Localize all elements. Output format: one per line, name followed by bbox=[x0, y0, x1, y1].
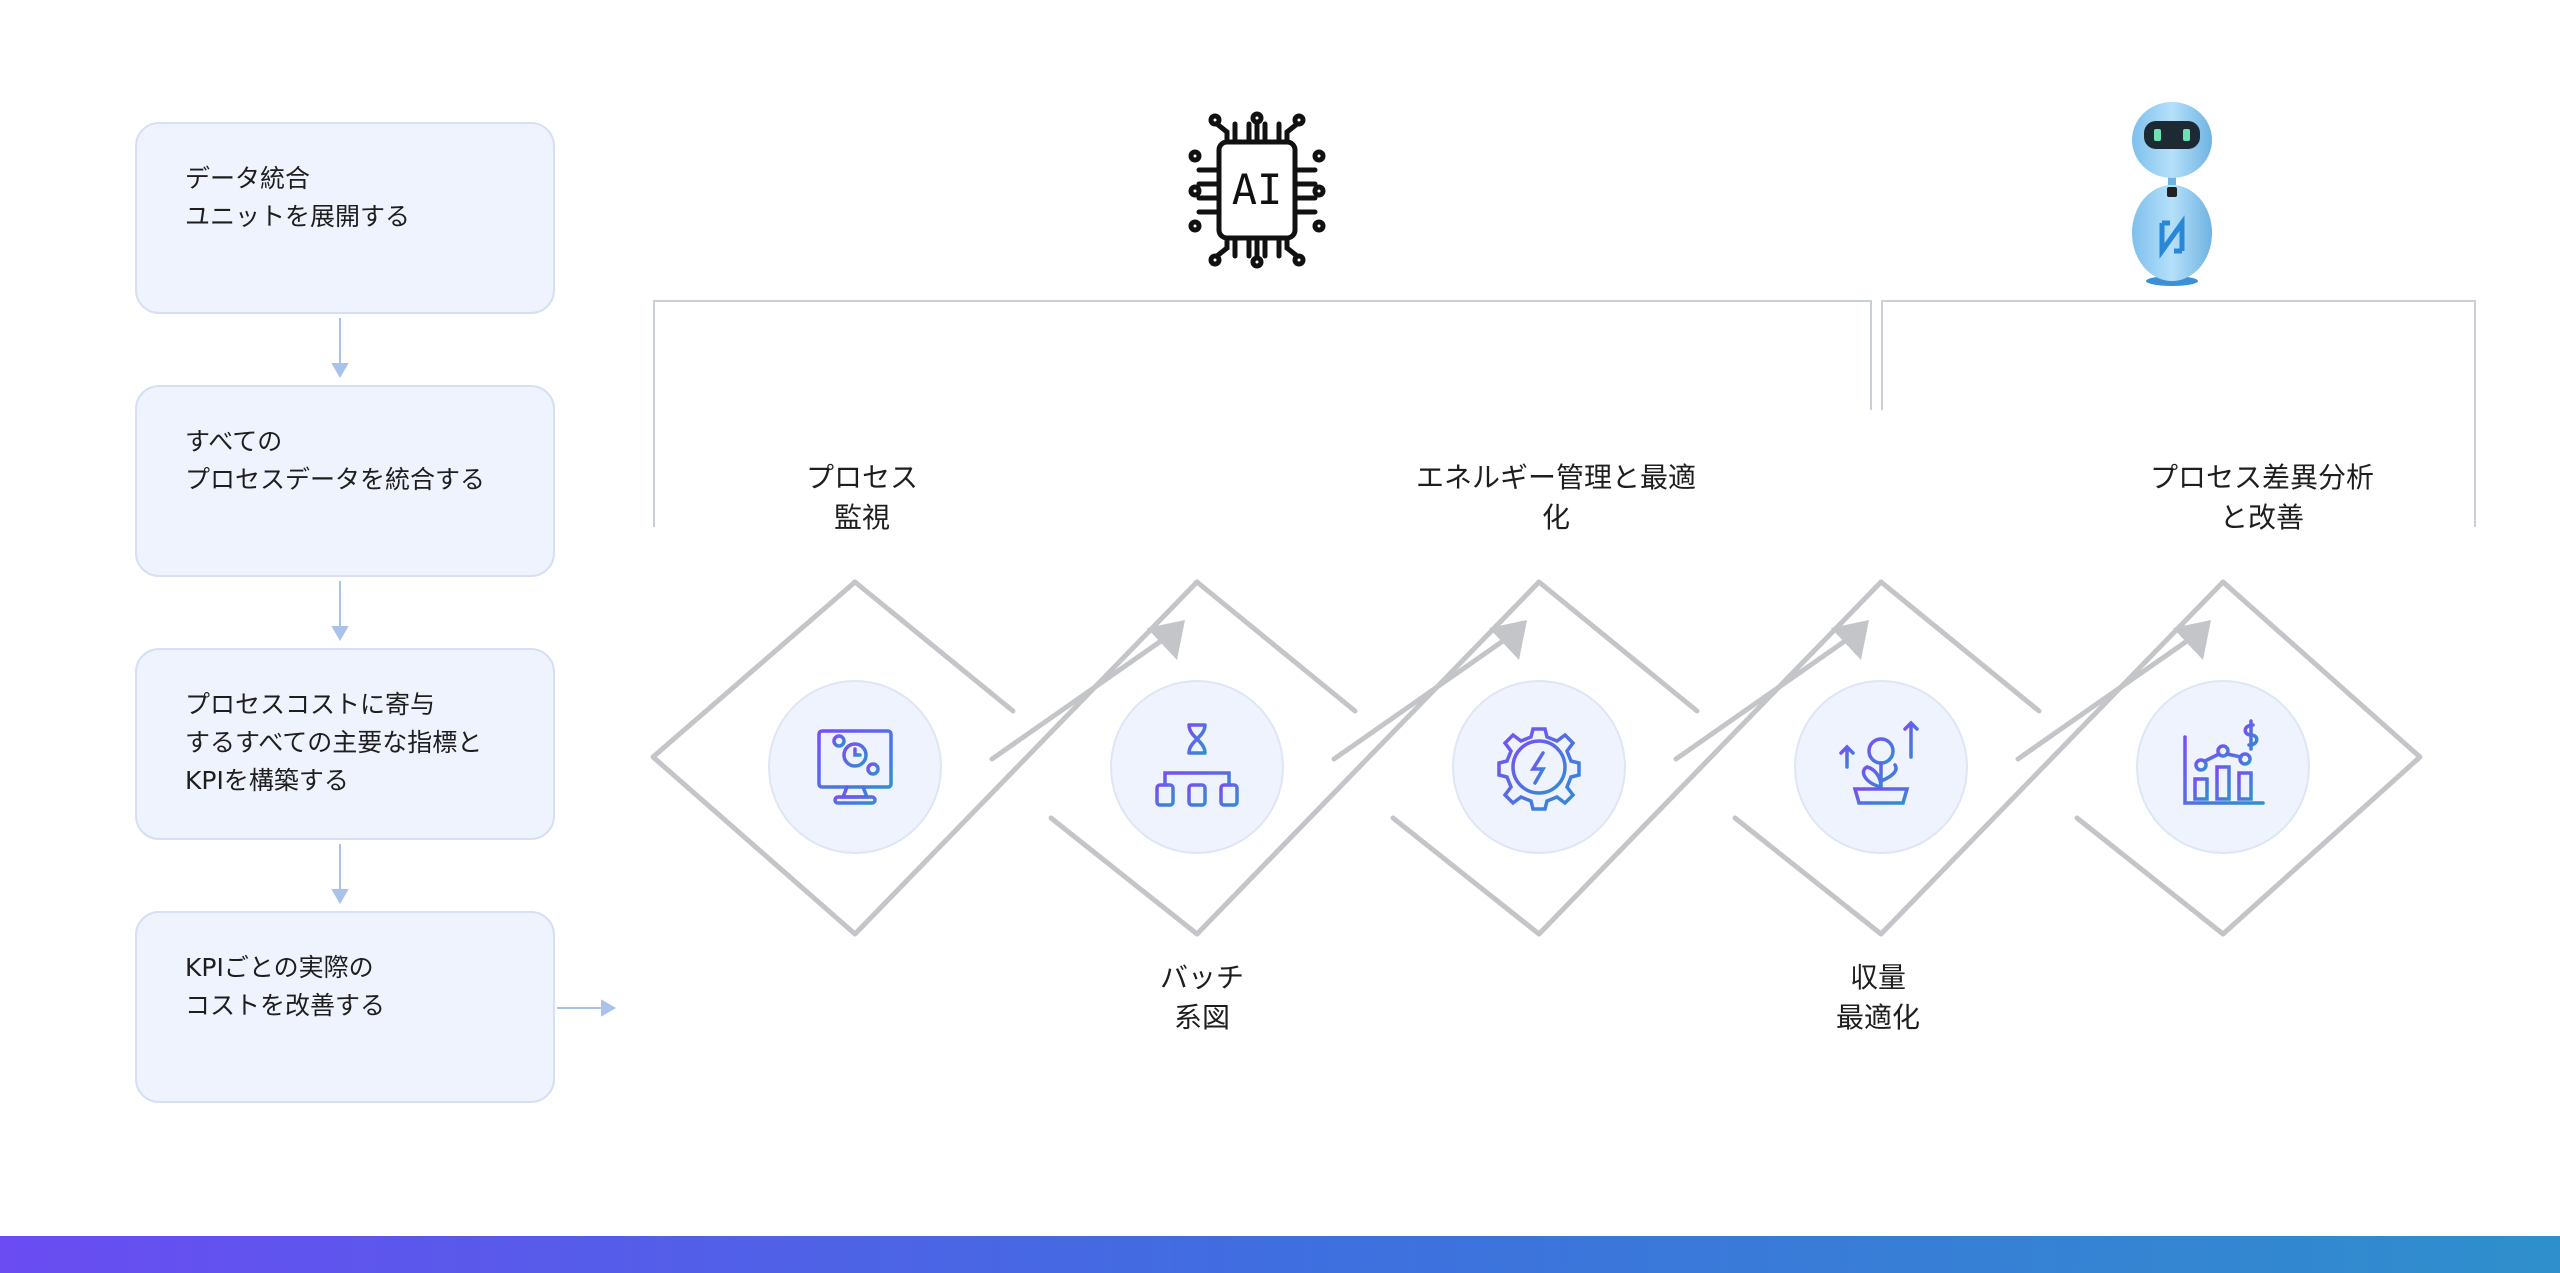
ai-chip-icon: AI bbox=[1188, 111, 1326, 266]
step-box-3: プロセスコストに寄与するすべての主要な指標と KPIを構築する bbox=[135, 648, 555, 840]
chain-lower-left-edge bbox=[1048, 815, 1200, 937]
chain-lower-left-edge bbox=[1732, 815, 1884, 937]
label-yield-optimization: 収量最適化 bbox=[1668, 958, 2088, 1038]
chain-upper-right-edge bbox=[1194, 579, 1358, 714]
chain-arrow-line bbox=[1673, 631, 1858, 762]
robot-mascot-icon bbox=[2132, 102, 2212, 286]
arrowhead-icon bbox=[1489, 620, 1527, 660]
label-process-monitoring: プロセス監視 bbox=[652, 458, 1072, 538]
label-line: バッチ bbox=[1159, 961, 1244, 994]
yield-growth-icon bbox=[1839, 720, 1919, 805]
footer-gradient-bar bbox=[0, 1236, 2560, 1273]
chain-crossing-edge bbox=[1194, 579, 1542, 937]
label-line: 収量 bbox=[1849, 961, 1906, 994]
arrowhead-icon bbox=[2173, 620, 2211, 660]
chain-lower-left-edge bbox=[2074, 815, 2226, 937]
label-line: 最適化 bbox=[1835, 1001, 1920, 1034]
arrowhead-icon bbox=[1147, 620, 1185, 660]
step-box-1: データ統合ユニットを展開する bbox=[135, 122, 555, 314]
node-circle bbox=[1452, 680, 1626, 854]
process-nodes bbox=[768, 680, 2310, 854]
chain-upper-right-edge bbox=[852, 579, 1016, 714]
ai-chip-text: AI bbox=[1232, 165, 1283, 214]
chain-arrow-line bbox=[1331, 631, 1516, 762]
step-text: すべての bbox=[185, 427, 283, 456]
label-line: エネルギー管理と最適 bbox=[1415, 461, 1696, 494]
process-chain bbox=[650, 579, 2423, 937]
label-energy-optimization: エネルギー管理と最適化 bbox=[1346, 458, 1766, 538]
label-line: 化 bbox=[1541, 501, 1570, 534]
process-node bbox=[768, 680, 942, 854]
chain-upper-right-edge bbox=[1878, 579, 2042, 714]
step-connectors bbox=[331, 318, 616, 1017]
chain-left-edge bbox=[650, 579, 858, 937]
step-text: KPIを構築する bbox=[185, 766, 349, 795]
chain-crossing-edge bbox=[1536, 579, 1884, 937]
bar-chart-analysis-icon bbox=[2183, 719, 2265, 805]
step-text: プロセスデータを統合する bbox=[185, 465, 486, 494]
label-line: プロセス差異分析 bbox=[2149, 461, 2374, 494]
chain-upper-right-edge bbox=[1536, 579, 1700, 714]
step-text: するすべての主要な指標と bbox=[185, 728, 483, 757]
process-node bbox=[2136, 680, 2310, 854]
step-text: データ統合 bbox=[185, 164, 311, 193]
step-text: コストを改善する bbox=[185, 991, 386, 1020]
label-line: と改善 bbox=[2219, 501, 2304, 534]
process-node bbox=[1452, 680, 1626, 854]
chain-crossing-edge bbox=[852, 579, 1200, 937]
group-brackets bbox=[653, 300, 2476, 527]
label-line: 系図 bbox=[1173, 1001, 1230, 1034]
label-line: プロセス bbox=[805, 461, 918, 494]
gear-energy-icon bbox=[1497, 727, 1581, 811]
step-box-2: すべてのプロセスデータを統合する bbox=[135, 385, 555, 577]
label-batch-genealogy: バッチ系図 bbox=[992, 958, 1412, 1038]
step-text: KPIごとの実際の bbox=[185, 953, 374, 982]
label-line: 監視 bbox=[833, 501, 890, 534]
arrowhead-icon bbox=[1831, 620, 1869, 660]
step-box-4: KPIごとの実際のコストを改善する bbox=[135, 911, 555, 1103]
process-node bbox=[1794, 680, 1968, 854]
chain-lower-left-edge bbox=[1390, 815, 1542, 937]
chain-crossing-edge bbox=[1878, 579, 2226, 937]
monitor-process-icon bbox=[817, 729, 893, 805]
step-text: ユニットを展開する bbox=[185, 202, 411, 231]
process-node bbox=[1110, 680, 1284, 854]
chain-arrow-line bbox=[989, 631, 1174, 762]
step-text: プロセスコストに寄与 bbox=[185, 690, 436, 719]
chain-right-edge bbox=[2220, 579, 2423, 937]
dna-hierarchy-icon bbox=[1155, 723, 1239, 807]
chain-arrow-line bbox=[2015, 631, 2200, 762]
label-variance-analysis: プロセス差異分析と改善 bbox=[2052, 458, 2472, 538]
